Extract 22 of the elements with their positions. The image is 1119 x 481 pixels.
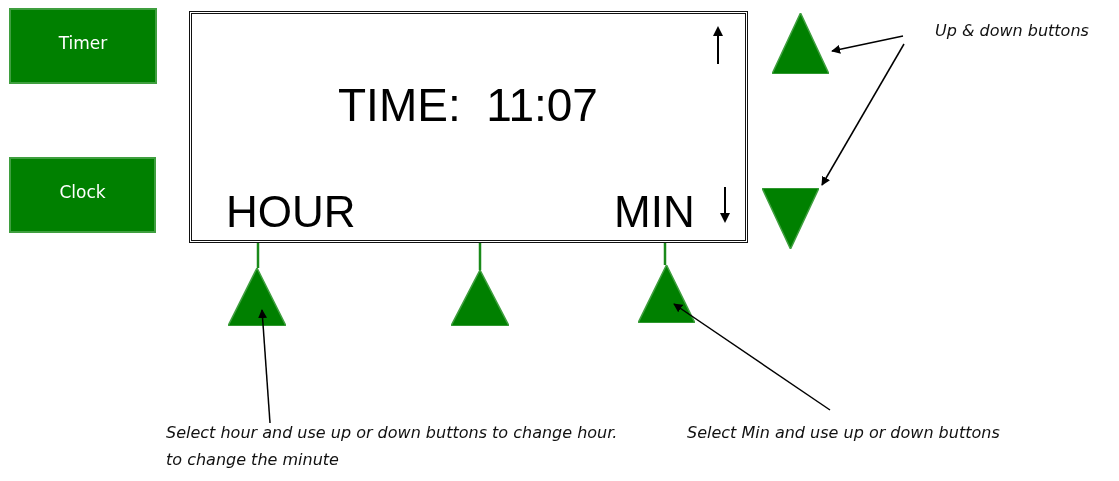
- connector-stem: [256, 243, 260, 268]
- up-triangle-button: [772, 13, 829, 74]
- connector-stem: [663, 243, 667, 265]
- up-triangle-button: [638, 265, 695, 323]
- leader-arrow: [821, 43, 905, 186]
- up-triangle-button: [228, 268, 286, 326]
- leader-arrow: [673, 303, 831, 411]
- lcd-display-panel: [189, 11, 748, 243]
- annotation-text: to change the minute: [166, 450, 339, 470]
- mode-button: Timer: [9, 8, 157, 84]
- display-label: HOUR: [226, 190, 356, 234]
- time-readout: TIME: 11:07: [338, 82, 598, 128]
- annotation-text: Up & down buttons: [935, 21, 1089, 41]
- annotation-text: Select hour and use up or down buttons to change hour.: [166, 423, 618, 443]
- leader-arrow: [831, 35, 904, 54]
- connector-stem: [478, 243, 482, 270]
- annotation-text: Select Min and use up or down buttons: [687, 423, 1000, 443]
- up-triangle-button: [451, 270, 509, 326]
- down-triangle-button: [762, 188, 819, 249]
- display-label: MIN: [614, 190, 695, 234]
- leader-arrow: [258, 309, 271, 424]
- mode-button: Clock: [9, 157, 156, 233]
